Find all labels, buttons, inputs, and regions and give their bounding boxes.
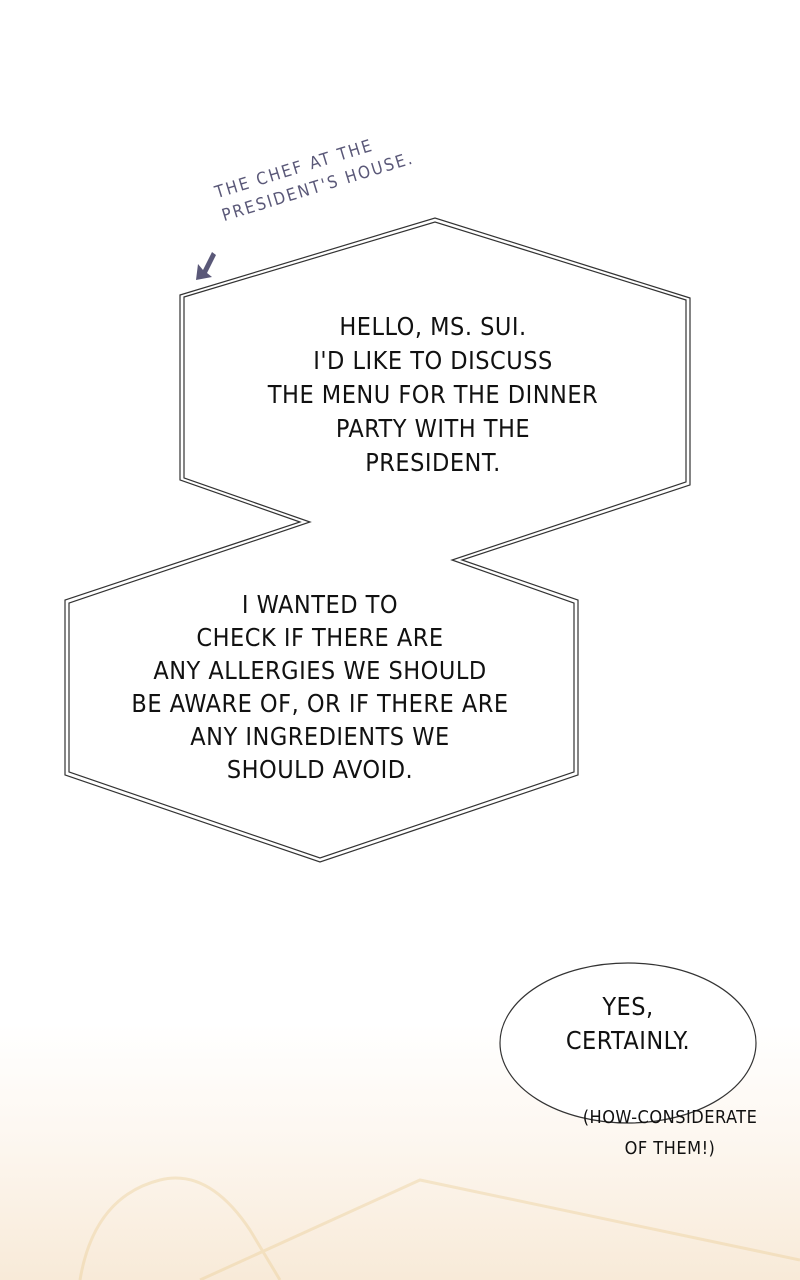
- dialogue-line: ANY ALLERGIES WE SHOULD: [153, 656, 487, 685]
- background-ornament: [78, 1176, 800, 1280]
- dialogue-line: PARTY WITH THE: [335, 414, 531, 443]
- speech-bubble-top-text: HELLO, MS. SUI. I'D LIKE TO DISCUSS THE …: [233, 310, 633, 480]
- speech-bubble-bottom-text: I WANTED TO CHECK IF THERE ARE ANY ALLER…: [100, 588, 540, 786]
- reply-bubble-text: YES, CERTAINLY.: [528, 990, 728, 1058]
- dialogue-line: I WANTED TO: [241, 590, 399, 619]
- dialogue-line: CERTAINLY.: [565, 1026, 691, 1055]
- dialogue-line: YES,: [602, 992, 654, 1021]
- aside-text: (HOW-CONSIDERATE OF THEM!): [560, 1102, 780, 1164]
- aside-line: OF THEM!): [624, 1138, 716, 1159]
- dialogue-line: I'D LIKE TO DISCUSS: [313, 346, 553, 375]
- dialogue-line: PRESIDENT.: [365, 448, 501, 477]
- arrow-icon: [196, 252, 216, 280]
- reply-bubble: [499, 962, 757, 1124]
- dialogue-line: ANY INGREDIENTS WE: [190, 722, 450, 751]
- dialogue-line: HELLO, MS. SUI.: [339, 312, 527, 341]
- dialogue-line: THE MENU FOR THE DINNER: [267, 380, 599, 409]
- dialogue-line: CHECK IF THERE ARE: [196, 623, 444, 652]
- speech-bubble-outline: [64, 217, 691, 863]
- aside-line: (HOW-CONSIDERATE: [582, 1107, 758, 1128]
- dialogue-line: BE AWARE OF, OR IF THERE ARE: [131, 689, 509, 718]
- dialogue-line: SHOULD AVOID.: [226, 755, 414, 784]
